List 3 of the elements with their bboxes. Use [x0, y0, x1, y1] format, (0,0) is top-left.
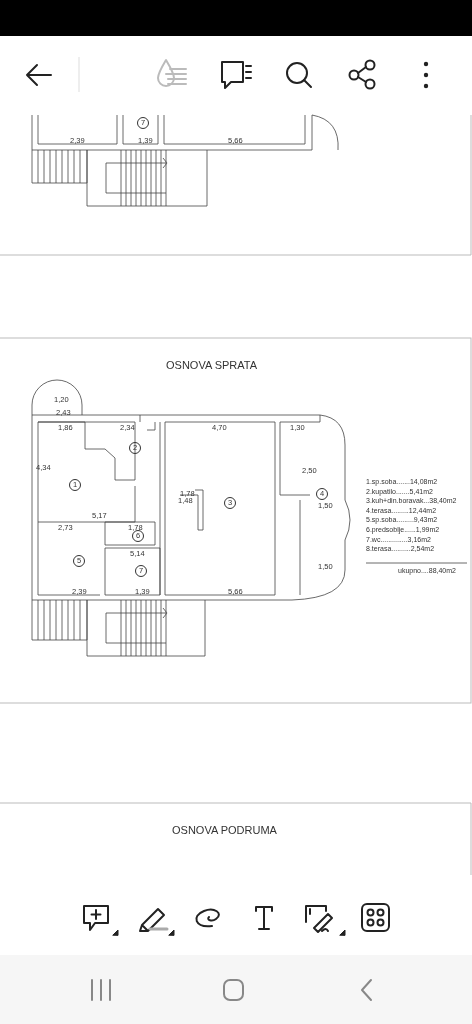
plan-title: OSNOVA SPRATA	[166, 360, 258, 371]
status-bar	[0, 0, 472, 36]
plan-title: OSNOVA PODRUMA	[172, 825, 277, 836]
